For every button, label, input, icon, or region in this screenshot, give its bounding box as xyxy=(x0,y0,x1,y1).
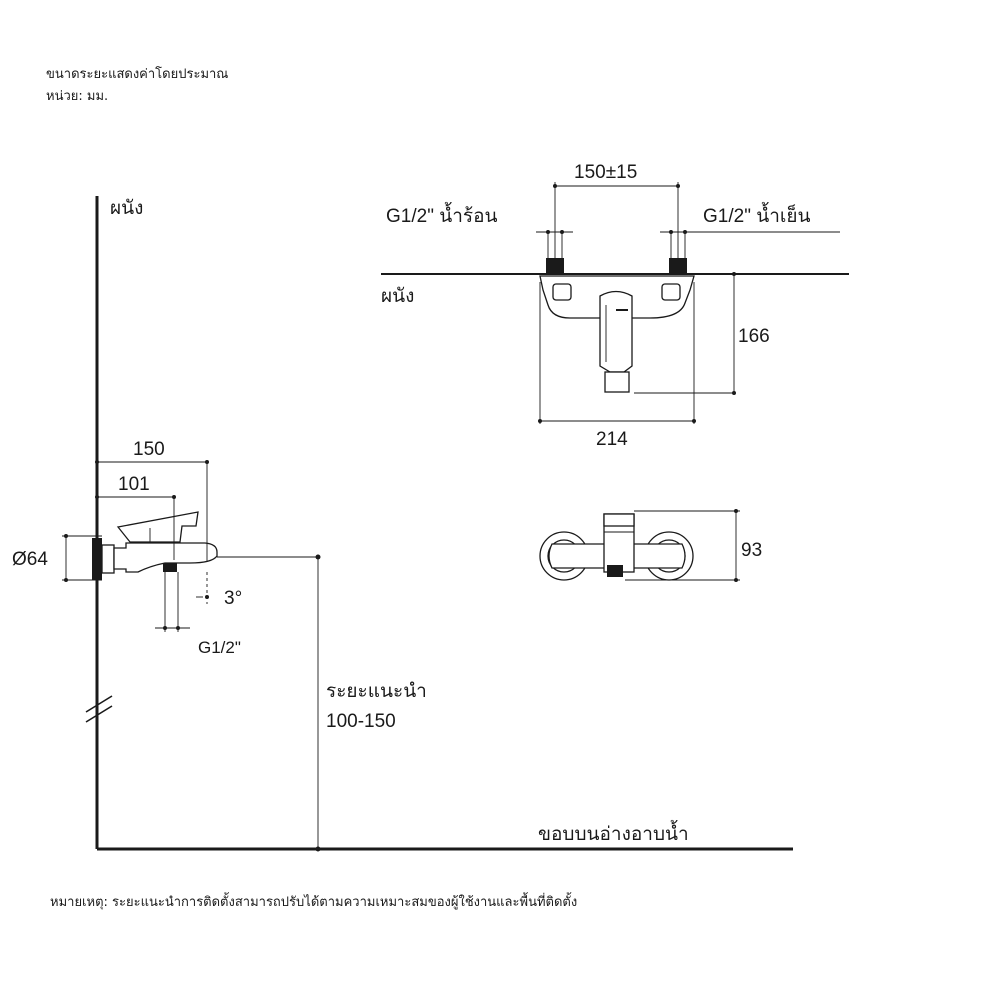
dim-depth-label: 166 xyxy=(738,326,770,347)
dim-101-label: 101 xyxy=(118,474,150,495)
thread-label: G1/2" xyxy=(198,638,241,657)
side-wall-label: ผนัง xyxy=(110,198,143,219)
cold-inlet xyxy=(669,258,687,274)
hot-inlet xyxy=(546,258,564,274)
hot-water-label: G1/2" น้ำร้อน xyxy=(386,202,497,227)
spout-outlet xyxy=(163,563,177,572)
mixer-handle xyxy=(116,511,199,543)
dim-150-label: 150 xyxy=(133,439,165,460)
inlet-nut xyxy=(101,544,115,574)
dim-width-label: 214 xyxy=(596,429,628,450)
front-body xyxy=(548,543,607,569)
dim-diameter-label: Ø64 xyxy=(12,549,48,570)
top-view: ผนัง 150±15 G1/2" น้ำร้อน G1/2" น้ำเย็น xyxy=(381,162,849,450)
mixer-body xyxy=(113,542,218,573)
approx-dimensions-note: ขนาดระยะแสดงค่าโดยประมาณ xyxy=(46,67,229,82)
side-view: 150 101 Ø64 3° G1/2" ระยะแนะนำ 100-150 ผ… xyxy=(12,196,793,852)
break-mark xyxy=(85,695,113,713)
recommended-label: ระยะแนะนำ xyxy=(326,681,427,702)
installation-remark: หมายเหตุ: ระยะแนะนำการติดตั้งสามารถปรับไ… xyxy=(50,895,578,910)
break-mark xyxy=(85,705,113,723)
dim-angle-label: 3° xyxy=(224,588,242,609)
dim-height-label: 93 xyxy=(741,540,762,561)
top-wall-label: ผนัง xyxy=(381,286,414,307)
recommended-range: 100-150 xyxy=(326,711,396,732)
dim-centers-label: 150±15 xyxy=(574,162,637,183)
front-view: 93 xyxy=(539,509,762,582)
wall-flange xyxy=(92,538,102,580)
cold-water-label: G1/2" น้ำเย็น xyxy=(703,202,811,227)
top-lever xyxy=(599,290,633,373)
unit-note: หน่วย: มม. xyxy=(46,89,109,104)
bathtub-rim-label: ขอบบนอ่างอาบน้ำ xyxy=(538,820,689,845)
